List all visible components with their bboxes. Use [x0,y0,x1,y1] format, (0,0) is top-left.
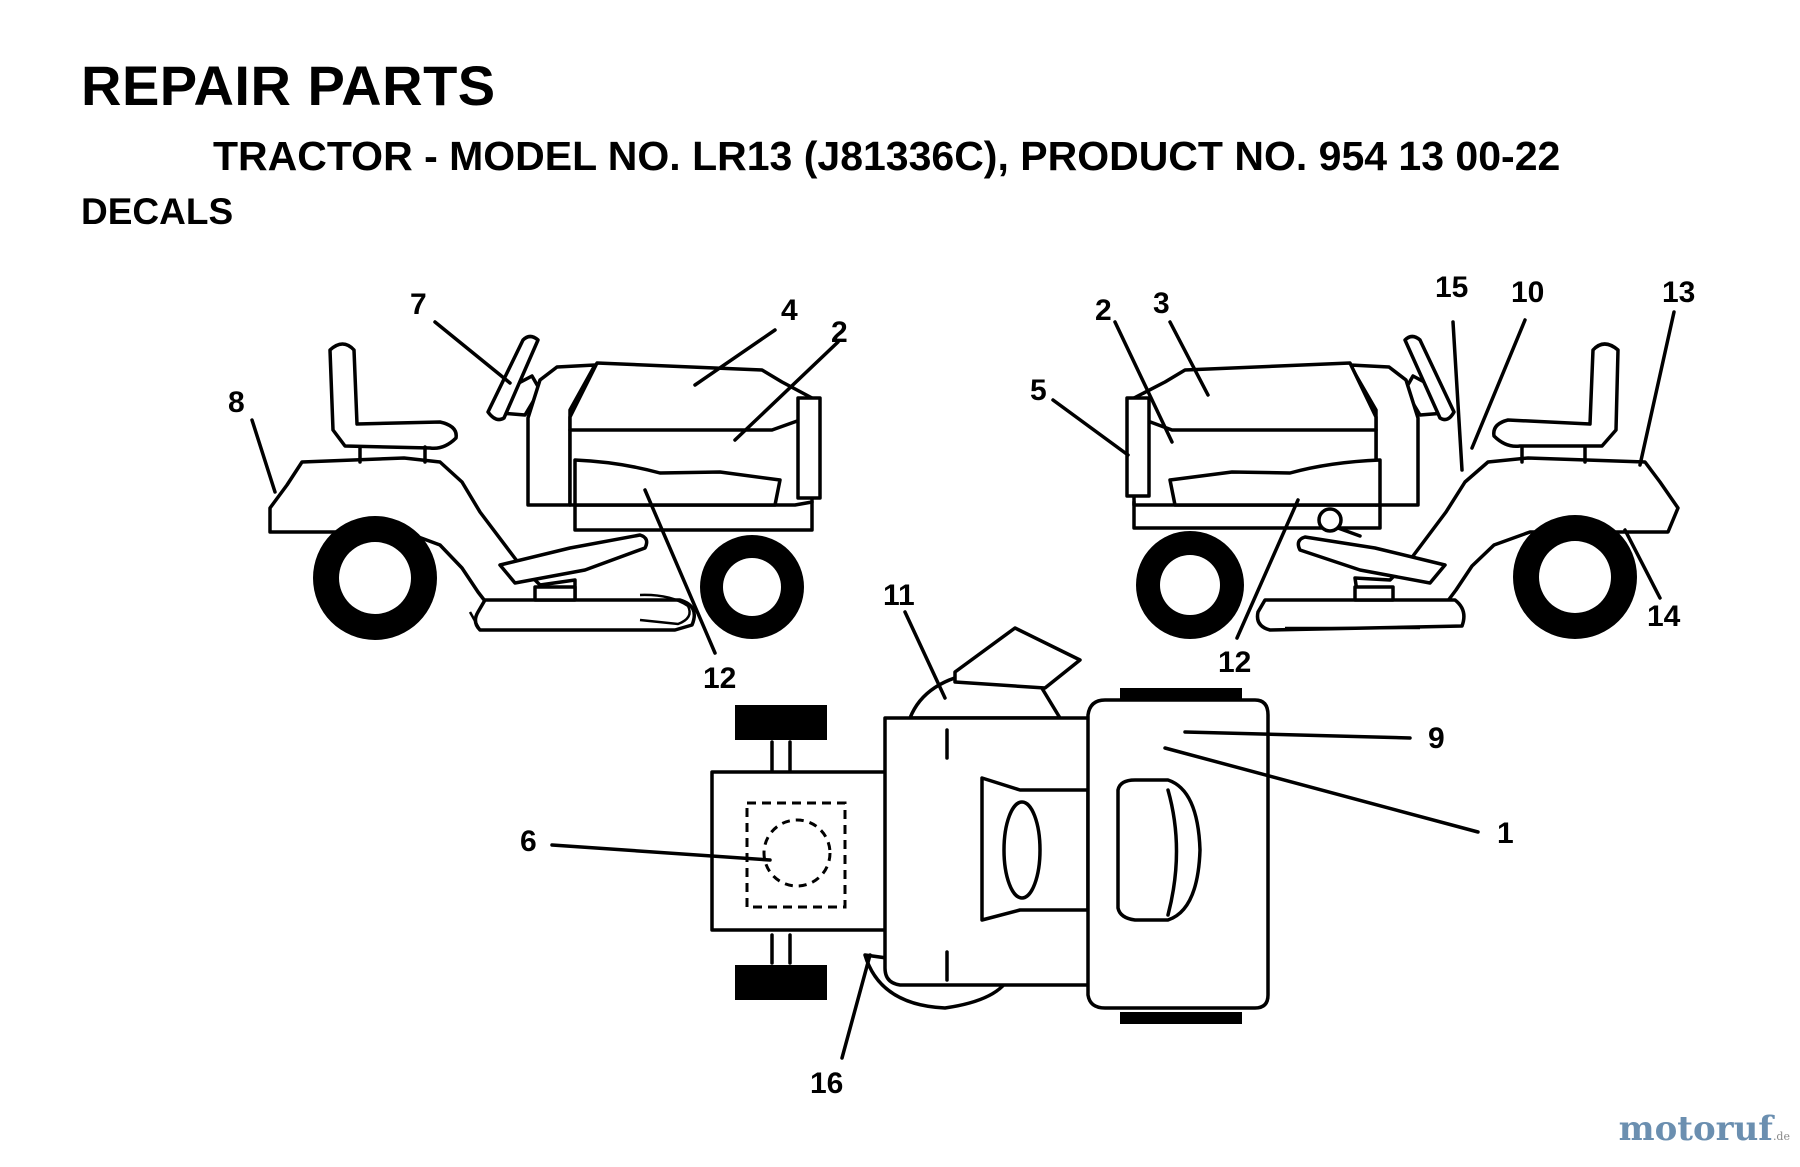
leader-lines [250,310,1676,1060]
callout-3: 3 [1153,287,1170,320]
callout-4: 4 [781,294,798,327]
watermark-suffix: .de [1772,1130,1790,1143]
watermark-brand: motoruf [1618,1109,1773,1149]
callout-9: 9 [1428,722,1445,755]
watermark-logo: motoruf.de [1619,1109,1790,1149]
tractor-top-view [710,626,1270,1024]
callout-11: 11 [883,579,915,612]
callout-15: 15 [1435,271,1468,304]
model-subtitle: TRACTOR - MODEL NO. LR13 (J81336C), PROD… [213,133,1561,179]
page-title: REPAIR PARTS [81,54,496,117]
callout-14: 14 [1647,600,1681,633]
callout-1: 1 [1497,817,1514,850]
callout-2-right: 2 [1095,294,1112,327]
callout-6: 6 [520,825,537,858]
callout-5: 5 [1030,374,1047,407]
callout-10: 10 [1511,276,1544,309]
callout-13: 13 [1662,276,1695,309]
callout-8: 8 [228,386,245,419]
callout-7: 7 [410,288,427,321]
tractor-right-side-view [1125,334,1680,639]
callout-labels: 1 2 2 3 4 5 6 7 8 9 10 11 12 12 13 14 15… [228,271,1695,1100]
callout-2-left: 2 [831,316,848,349]
tractor-left-side-view [268,334,822,640]
callout-16: 16 [810,1067,843,1100]
callout-12-right: 12 [1218,646,1251,679]
callout-12-left: 12 [703,662,736,695]
section-label: DECALS [81,191,234,232]
